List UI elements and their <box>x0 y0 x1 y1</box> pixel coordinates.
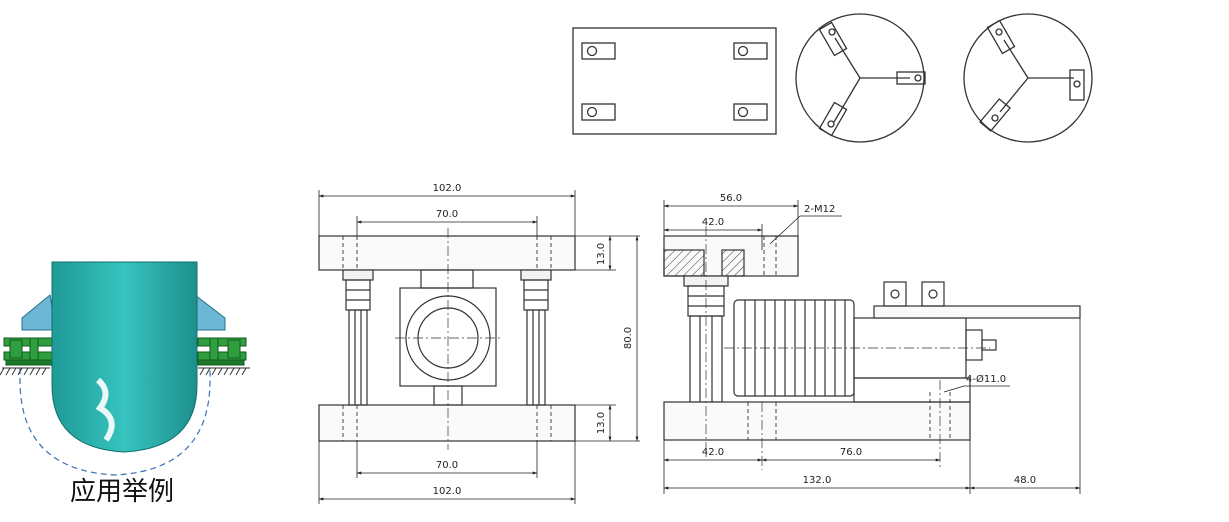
side-view <box>663 226 1081 470</box>
top-view-circle-left <box>795 13 926 143</box>
dim-bottom-mid: 76.0 <box>840 447 862 458</box>
top-view-circle-right <box>963 13 1093 143</box>
bracket-left <box>21 294 57 331</box>
side-view-labels: 56.0 42.0 2-M12 4-Ø11.0 42.0 76.0 132.0 … <box>702 193 1036 486</box>
front-view <box>318 228 576 450</box>
top-view-rectangle <box>572 27 777 135</box>
dim-total-height: 80.0 <box>623 327 634 349</box>
application-example: 应用举例 <box>0 261 250 507</box>
dim-thread: 2-M12 <box>804 204 835 215</box>
front-view-dimensions <box>318 190 640 504</box>
dim-top-inner: 70.0 <box>436 209 458 220</box>
dim-total-length: 132.0 <box>803 475 832 486</box>
dim-bottom-inner: 70.0 <box>436 460 458 471</box>
side-view-dimensions <box>663 200 1081 494</box>
dim-overhang: 48.0 <box>1014 475 1036 486</box>
dim-side-top-inner: 42.0 <box>702 217 724 228</box>
dim-bottom-left: 42.0 <box>702 447 724 458</box>
dim-bottom-plate-height: 13.0 <box>596 412 607 434</box>
dim-bottom-width: 102.0 <box>433 486 462 497</box>
front-view-labels: 102.0 70.0 13.0 80.0 13.0 70.0 102.0 <box>433 183 634 497</box>
mount-left <box>3 337 53 366</box>
caption: 应用举例 <box>70 477 174 507</box>
dim-hole: 4-Ø11.0 <box>966 373 1006 385</box>
dim-top-plate-height: 13.0 <box>596 243 607 265</box>
dim-top-width: 102.0 <box>433 183 462 194</box>
mount-right <box>197 337 247 366</box>
vessel <box>51 261 198 453</box>
dim-side-top-width: 56.0 <box>720 193 742 204</box>
